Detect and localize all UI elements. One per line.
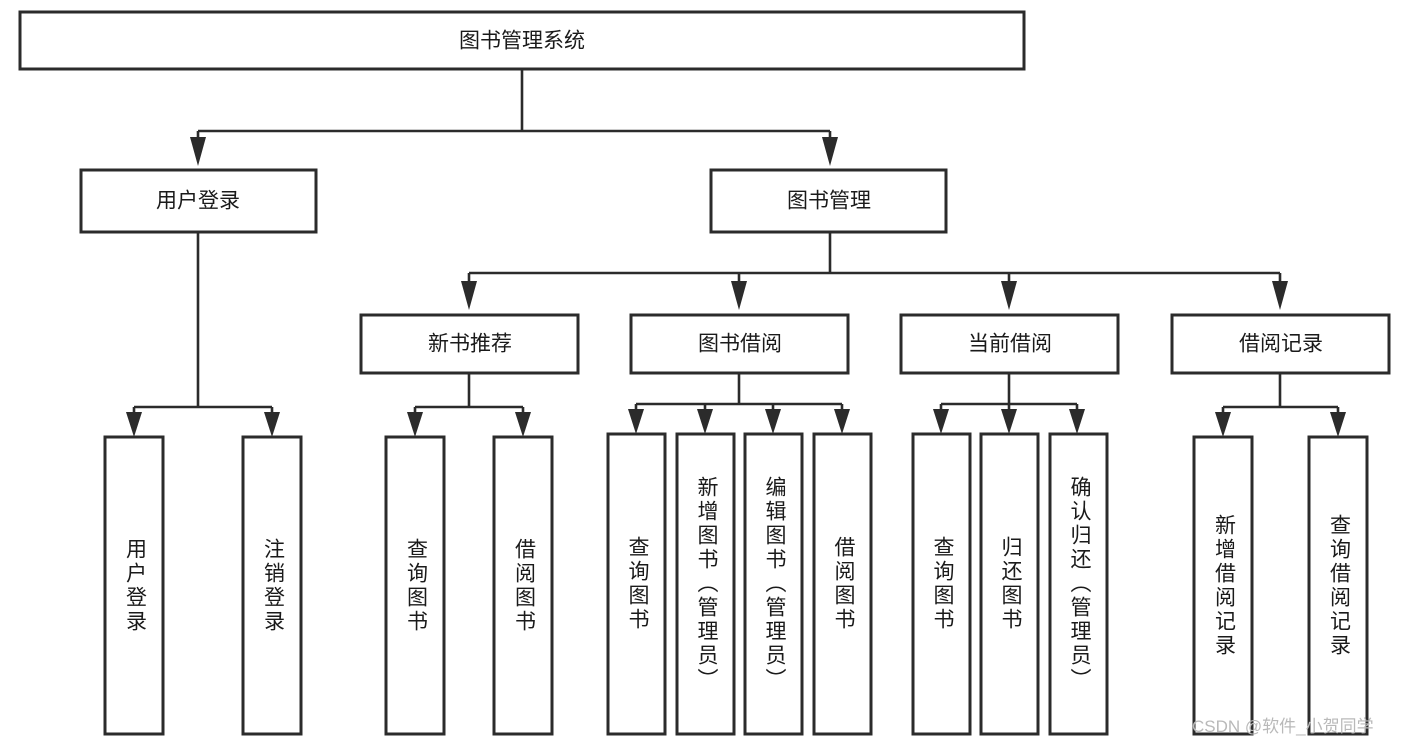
arrow-head-leaf-user-login (126, 412, 142, 437)
node-box-leaf-nb-query-book[interactable] (384, 435, 446, 736)
node-label-new-book-recommend: 新书推荐 (428, 333, 512, 356)
node-box-current-borrow[interactable] (899, 313, 1120, 375)
node-box-leaf-logout[interactable] (241, 435, 303, 736)
arrow-head-current-borrow (1001, 281, 1017, 310)
node-label-book-borrow: 图书借阅 (698, 333, 782, 356)
node-box-leaf-br-add-record[interactable] (1192, 435, 1254, 736)
node-box-leaf-bb-query-book[interactable] (606, 432, 667, 736)
arrow-head-user-login (190, 137, 206, 166)
watermark-label: CSDN @软件_小贺同学 (1192, 717, 1374, 736)
arrow-head-nb-query-book (407, 412, 423, 437)
node-box-leaf-br-query-record[interactable] (1307, 435, 1369, 736)
edge-group-book-mgmt (461, 232, 1288, 310)
edge-group-borrow-records (1215, 373, 1346, 437)
arrow-head-bb-edit-book (765, 409, 781, 434)
node-box-leaf-bb-borrow-book[interactable] (812, 432, 873, 736)
arrow-head-br-query-record (1330, 412, 1346, 437)
node-box-borrow-record[interactable] (1170, 313, 1391, 375)
edge-group-new-books (407, 373, 531, 437)
node-box-leaf-nb-borrow-book[interactable] (492, 435, 554, 736)
edge-group-book-borrow (628, 373, 850, 434)
node-box-leaf-cb-return-book[interactable] (979, 432, 1040, 736)
arrow-head-nb-borrow-book (515, 412, 531, 437)
arrow-head-cb-query-book (933, 409, 949, 434)
arrow-head-bb-add-book (697, 409, 713, 434)
arrow-head-br-add-record (1215, 412, 1231, 437)
edge-group-user-login (126, 232, 280, 437)
arrow-head-bb-query-book (628, 409, 644, 434)
arrow-head-cb-confirm-return (1069, 409, 1085, 434)
arrow-head-cb-return-book (1001, 409, 1017, 434)
node-label-user-login: 用户登录 (156, 190, 240, 213)
node-box-leaf-bb-edit-book[interactable] (743, 432, 804, 736)
node-box-leaf-bb-add-book[interactable] (675, 432, 736, 736)
node-box-new-book-recommend[interactable] (359, 313, 580, 375)
edge-group-root (190, 69, 838, 166)
arrow-head-book-borrow (731, 281, 747, 310)
node-label-current-borrow: 当前借阅 (968, 333, 1052, 356)
edge-group-current-borrow (933, 373, 1085, 434)
node-box-user-login[interactable] (79, 168, 318, 234)
node-box-leaf-cb-confirm-return[interactable] (1048, 432, 1109, 736)
node-box-leaf-user-login[interactable] (103, 435, 165, 736)
arrow-head-book-mgmt (822, 137, 838, 166)
node-box-book-management[interactable] (709, 168, 948, 234)
arrow-head-bb-borrow-book (834, 409, 850, 434)
node-label-borrow-record: 借阅记录 (1239, 333, 1323, 356)
node-label-book-management: 图书管理 (787, 190, 871, 213)
arrow-head-borrow-records (1272, 281, 1288, 310)
arrow-head-new-books (461, 281, 477, 310)
node-label-root: 图书管理系统 (459, 30, 585, 53)
arrow-head-leaf-logout (264, 412, 280, 437)
node-box-book-borrow[interactable] (629, 313, 850, 375)
node-box-root[interactable] (18, 10, 1026, 71)
node-box-leaf-cb-query-book[interactable] (911, 432, 972, 736)
